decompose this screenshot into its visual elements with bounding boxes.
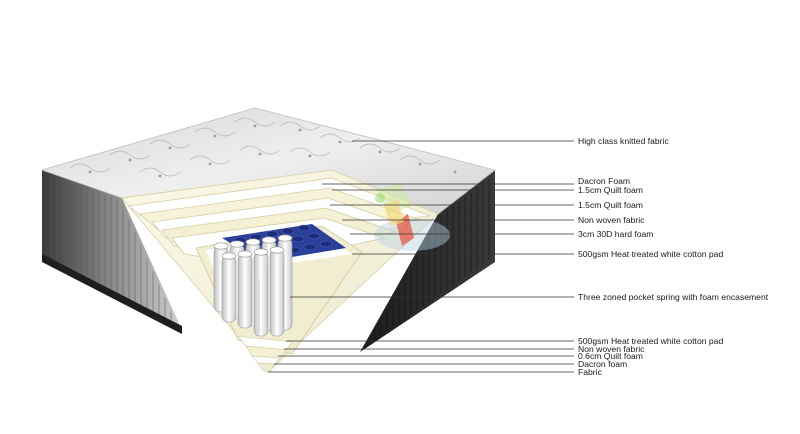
- mattress-right-side: [360, 170, 495, 352]
- pocket-springs: [213, 234, 293, 337]
- label-fabric-bottom: Fabric: [578, 367, 603, 377]
- label-pocket-spring: Three zoned pocket spring with foam enca…: [578, 292, 769, 302]
- label-hard-foam: 3cm 30D hard foam: [578, 229, 653, 239]
- mattress-left-side: [42, 170, 182, 334]
- label-non-woven-bottom: Non woven fabric: [578, 344, 645, 354]
- label-cotton-pad-bottom: 500gsm Heat treated white cotton pad: [578, 336, 723, 346]
- label-quilt-1: 1.5cm Quilt foam: [578, 185, 643, 195]
- label-quilt-bottom: 0.6cm Quilt foam: [578, 351, 643, 361]
- label-cotton-pad-top: 500gsm Heat treated white cotton pad: [578, 249, 723, 259]
- layer-labels: High class knitted fabric Dacron Foam 1.…: [578, 136, 769, 377]
- label-dacron-bottom: Dacron foam: [578, 359, 627, 369]
- brand-watermark: [374, 182, 450, 251]
- leader-lines: [268, 140, 574, 373]
- label-dacron-top: Dacron Foam: [578, 176, 630, 186]
- label-top-fabric: High class knitted fabric: [578, 136, 669, 146]
- label-non-woven-top: Non woven fabric: [578, 215, 645, 225]
- label-quilt-2: 1.5cm Quilt foam: [578, 200, 643, 210]
